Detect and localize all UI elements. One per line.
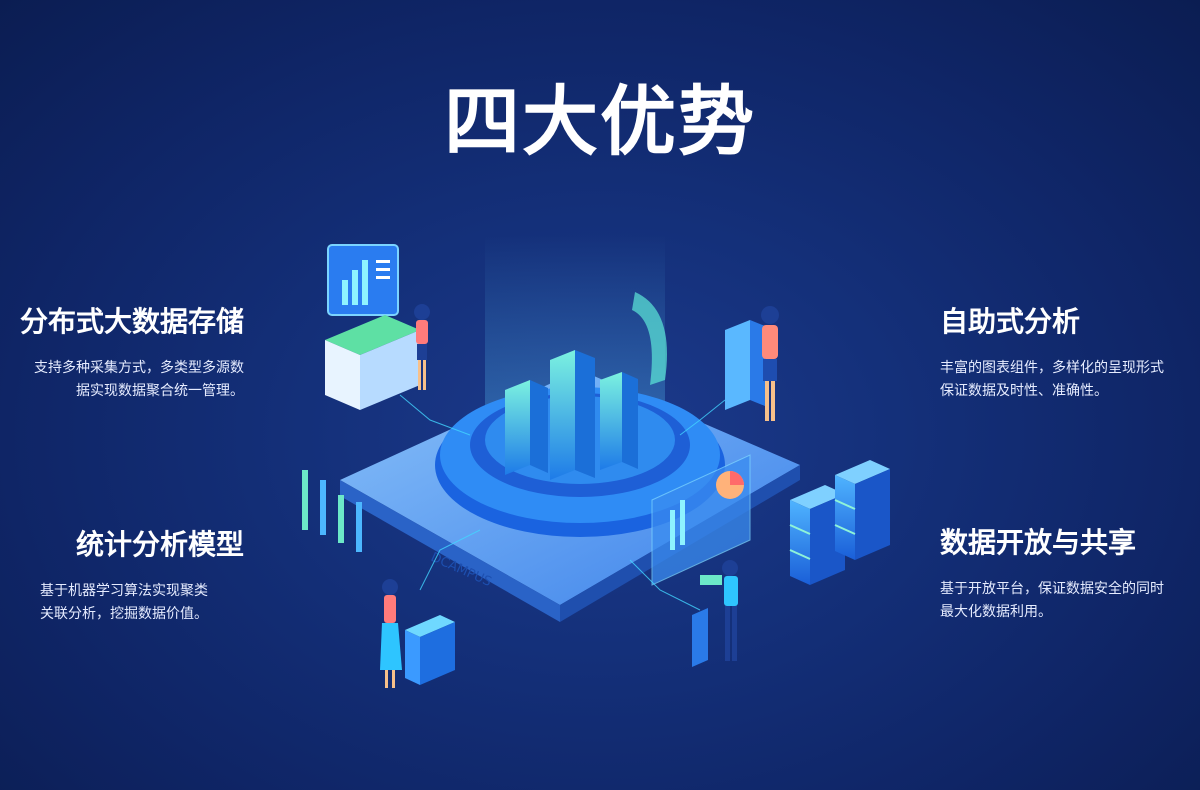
person-bottom-right	[692, 560, 738, 667]
description-line: 支持多种采集方式，多类型多源数	[34, 359, 244, 376]
isometric-data-platform-illustration: DCAMPUS	[302, 235, 890, 688]
description-line: 丰富的图表组件，多样化的呈现形式	[940, 359, 1164, 376]
description-line: 据实现数据聚合统一管理。	[76, 382, 244, 399]
feature-title: 分布式大数据存储	[19, 305, 244, 338]
feature-description: 基于开放平台，保证数据安全的同时 最大化数据利用。	[940, 578, 1200, 624]
feature-title: 自助式分析	[940, 305, 1081, 338]
feature-title: 统计分析模型	[75, 528, 244, 561]
description-line: 保证数据及时性、准确性。	[940, 382, 1108, 399]
server-racks	[789, 460, 890, 585]
feature-self-service-analysis: 自助式分析 丰富的图表组件，多样化的呈现形式 保证数据及时性、准确性。	[940, 305, 1200, 403]
analytics-panel	[651, 454, 751, 586]
data-towers	[505, 292, 667, 480]
feature-title: 数据开放与共享	[940, 526, 1137, 559]
description-line: 关联分析，挖掘数据价值。	[40, 605, 208, 622]
feature-description: 支持多种采集方式，多类型多源数 据实现数据聚合统一管理。	[0, 357, 244, 403]
feature-statistical-model: 统计分析模型 基于机器学习算法实现聚类 关联分析，挖掘数据价值。	[40, 528, 244, 626]
feature-data-sharing: 数据开放与共享 基于开放平台，保证数据安全的同时 最大化数据利用。	[940, 526, 1200, 624]
page-title: 四大优势	[444, 77, 756, 166]
chart-panel-top-left	[327, 244, 399, 316]
kiosk-top-right	[725, 306, 779, 421]
feature-distributed-storage: 分布式大数据存储 支持多种采集方式，多类型多源数 据实现数据聚合统一管理。	[0, 305, 244, 403]
person-top-left	[414, 304, 430, 390]
workstation-top-left	[325, 315, 420, 410]
feature-description: 丰富的图表组件，多样化的呈现形式 保证数据及时性、准确性。	[940, 357, 1200, 403]
description-line: 最大化数据利用。	[940, 603, 1052, 620]
bar-columns-left	[302, 470, 362, 552]
description-line: 基于机器学习算法实现聚类	[40, 582, 208, 599]
connection-lines	[399, 394, 726, 611]
person-bottom-left	[380, 579, 455, 688]
feature-description: 基于机器学习算法实现聚类 关联分析，挖掘数据价值。	[40, 580, 244, 626]
description-line: 基于开放平台，保证数据安全的同时	[940, 580, 1164, 597]
